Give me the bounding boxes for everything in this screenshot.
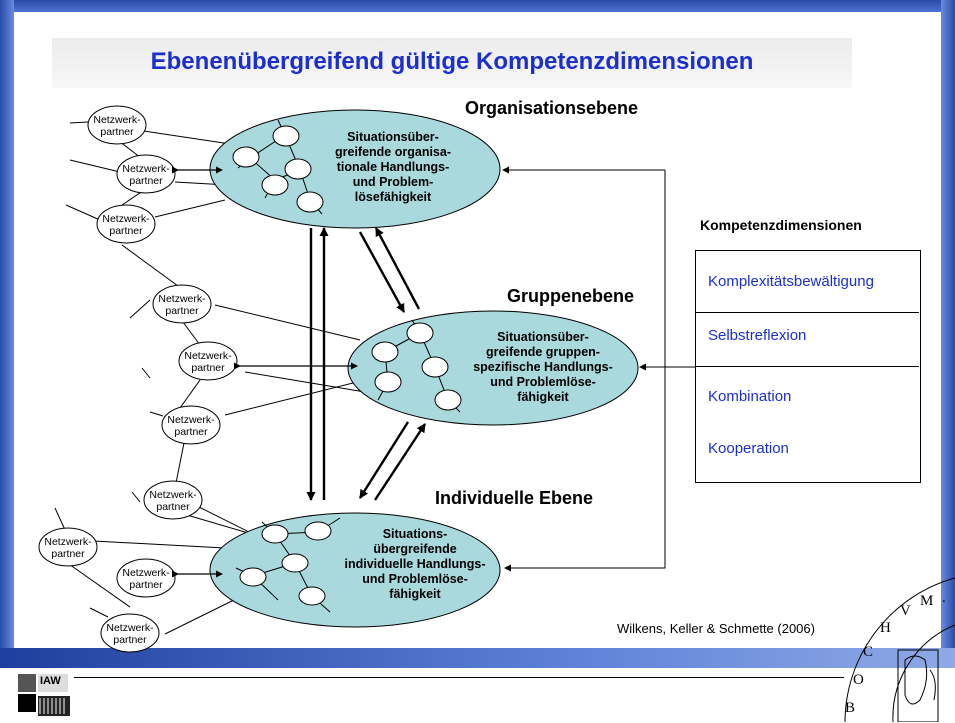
seal-letter: M: [920, 593, 934, 609]
partner-label-line: partner: [129, 579, 163, 591]
title-banner: [52, 38, 852, 88]
partner-label-line: Netzwerk-: [167, 414, 215, 426]
individual-cluster-icons: [235, 517, 341, 613]
partner-label-line: partner: [109, 225, 143, 237]
partner-label-line: Netzwerk-: [44, 536, 92, 548]
dimensions-title: Kompetenzdimensionen: [700, 217, 862, 233]
organisation-text-line: und Problem-: [352, 175, 434, 189]
partner-label-line: Netzwerk-: [93, 114, 141, 126]
frame-left: [0, 0, 14, 668]
individual-level-label: Individuelle Ebene: [435, 488, 594, 508]
network-partner-label: Netzwerk-partner: [154, 293, 210, 317]
partner-label-line: partner: [156, 501, 190, 513]
network-partner-label: Netzwerk-partner: [118, 567, 174, 591]
individual-level-description: Situations- übergreifende individuelle H…: [330, 527, 500, 602]
organisation-text-line: Situationsüber-: [347, 130, 439, 144]
seal-letter: C: [863, 644, 874, 660]
partner-label-line: partner: [113, 634, 147, 646]
partner-label-line: partner: [129, 175, 163, 187]
frame-top: [0, 0, 955, 12]
footer-divider: [74, 677, 844, 678]
organisation-text-line: greifende organisa-: [335, 145, 451, 159]
group-text-line: und Problemlöse-: [490, 375, 596, 389]
group-individual-arrows: [358, 421, 427, 501]
seal-letter: H: [880, 620, 891, 636]
individual-text-line: fähigkeit: [389, 587, 441, 601]
individual-text-line: übergreifende: [373, 542, 457, 556]
network-partner-label: Netzwerk-partner: [118, 163, 174, 187]
seal-letter: .: [942, 590, 946, 606]
partner-label-line: partner: [191, 362, 225, 374]
network-partner-label: Netzwerk-partner: [163, 414, 219, 438]
dimension-item: Komplexitätsbewältigung: [708, 273, 874, 290]
network-partner-label: Netzwerk-partner: [98, 213, 154, 237]
organisation-cluster-icons: [232, 119, 324, 215]
group-level-label: Gruppenebene: [507, 286, 635, 306]
frame-right: [941, 0, 955, 668]
frame-bottom: [0, 648, 955, 668]
slide-title: Ebenenübergreifend gültige Kompetenzdime…: [150, 48, 754, 75]
network-partner-ellipses: [38, 105, 238, 653]
organisation-level-description: Situationsüber- greifende organisa- tion…: [318, 130, 468, 205]
group-text-line: fähigkeit: [517, 390, 569, 404]
partner-label-line: Netzwerk-: [122, 567, 170, 579]
individual-text-line: Situations-: [382, 527, 448, 541]
dimension-item: Selbstreflexion: [708, 327, 807, 344]
dimension-divider: [695, 366, 919, 367]
partner-exchange-arrows: [172, 166, 358, 578]
seal-letter: B: [845, 700, 856, 716]
iaw-logo-graphic: [18, 674, 70, 716]
org-group-arrows: [358, 227, 421, 313]
partner-label-line: Netzwerk-: [184, 350, 232, 362]
network-partner-label: Netzwerk-partner: [102, 622, 158, 646]
network-partner-label: Netzwerk-partner: [180, 350, 236, 374]
group-level-description: Situationsüber- greifende gruppen- spezi…: [458, 330, 628, 405]
organisation-level-label: Organisationsebene: [465, 98, 639, 118]
organisation-text-line: tionale Handlungs-: [336, 160, 450, 174]
partner-label-line: partner: [174, 426, 208, 438]
dimension-feedback-connector: [502, 166, 695, 572]
dimension-item: Kombination: [708, 388, 792, 405]
university-seal: [844, 577, 955, 722]
partner-label-line: Netzwerk-: [106, 622, 154, 634]
vertical-level-arrows: [306, 227, 329, 501]
individual-text-line: und Problemlöse-: [362, 572, 468, 586]
partner-label-line: Netzwerk-: [158, 293, 206, 305]
iaw-logo-text: IAW: [40, 675, 61, 687]
network-partner-label: Netzwerk-partner: [40, 536, 96, 560]
partner-label-line: partner: [51, 548, 85, 560]
dimension-item: Kooperation: [708, 440, 789, 457]
organisation-text-line: lösefähigkeit: [354, 190, 432, 204]
group-cluster-icons: [371, 319, 462, 413]
dimension-divider: [695, 312, 919, 313]
partner-label-line: partner: [165, 305, 199, 317]
partner-label-line: Netzwerk-: [122, 163, 170, 175]
group-text-line: spezifische Handlungs-: [473, 360, 613, 374]
partner-label-line: Netzwerk-: [102, 213, 150, 225]
partner-label-line: Netzwerk-: [149, 489, 197, 501]
partner-label-line: partner: [100, 126, 134, 138]
source-citation: Wilkens, Keller & Schmette (2006): [617, 621, 815, 636]
individual-text-line: individuelle Handlungs-: [344, 557, 486, 571]
seal-letter: V: [900, 603, 911, 619]
iaw-logo: IAW: [18, 674, 70, 718]
group-text-line: Situationsüber-: [497, 330, 589, 344]
group-text-line: greifende gruppen-: [486, 345, 600, 359]
network-partner-label: Netzwerk-partner: [145, 489, 201, 513]
network-partner-label: Netzwerk-partner: [89, 114, 145, 138]
seal-letter: O: [853, 672, 864, 688]
